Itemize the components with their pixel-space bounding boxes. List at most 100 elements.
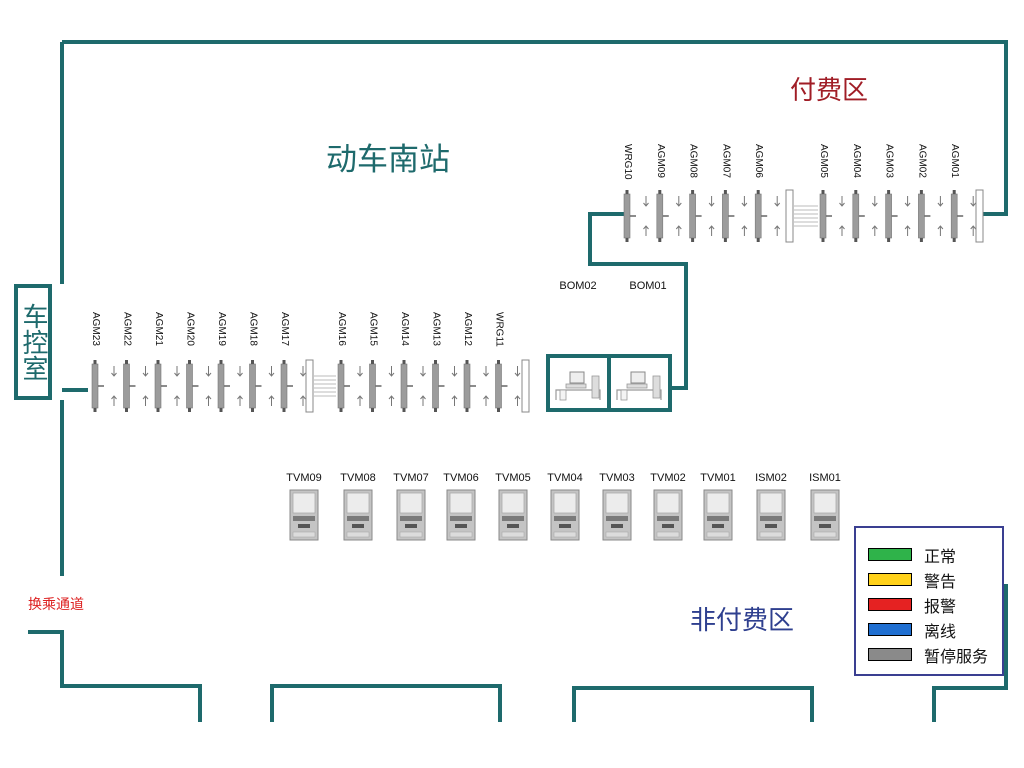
legend-item-status-warning: 警告 <box>856 567 1002 592</box>
gate-label-agm12: AGM12 <box>462 312 473 346</box>
gate-agm05[interactable] <box>819 190 845 242</box>
legend-label: 正常 <box>924 546 957 566</box>
gate-agm17[interactable] <box>280 360 306 412</box>
gate-label-agm23: AGM23 <box>90 312 101 346</box>
wall-segment <box>932 584 1008 722</box>
gate-agm02[interactable] <box>918 190 944 242</box>
machine-tvm09[interactable] <box>289 489 319 541</box>
status-legend: 正常警告报警离线暂停服务 <box>854 526 1004 676</box>
wall-segment <box>588 212 688 390</box>
legend-item-status-alarm: 报警 <box>856 592 1002 617</box>
machine-ism02[interactable] <box>756 489 786 541</box>
gate-agm01[interactable] <box>950 190 977 242</box>
paid-area-label: 付费区 <box>790 76 869 106</box>
machine-tvm02[interactable] <box>653 489 683 541</box>
station-walls <box>28 40 1008 722</box>
gate-agm04[interactable] <box>852 190 878 242</box>
machine-tvm06[interactable] <box>446 489 476 541</box>
gate-agm07[interactable] <box>722 190 748 242</box>
machine-label-tvm03: TVM03 <box>599 472 635 484</box>
gate-label-agm13: AGM13 <box>430 312 442 346</box>
gate-label-agm17: AGM17 <box>279 312 290 346</box>
gate-agm21[interactable] <box>154 360 180 412</box>
gate-label-agm16: AGM16 <box>336 312 347 346</box>
control-room-label: 车控室 <box>18 303 48 381</box>
machine-tvm01[interactable] <box>703 489 733 541</box>
gate-label-agm01: AGM01 <box>949 144 961 178</box>
gate-label-agm09: AGM09 <box>654 144 666 178</box>
wall-segment <box>62 40 1008 216</box>
control-room[interactable]: 车控室 <box>14 284 52 400</box>
gate-agm14[interactable] <box>400 360 426 412</box>
gate-agm13[interactable] <box>432 360 458 412</box>
gate-wrg11[interactable] <box>495 360 521 412</box>
gate-agm03[interactable] <box>885 190 911 242</box>
legend-item-status-normal: 正常 <box>856 542 1002 567</box>
wall-segment <box>572 686 814 722</box>
gate-agm18[interactable] <box>249 360 275 412</box>
wall-segment <box>270 684 502 722</box>
machine-tvm05[interactable] <box>498 489 528 541</box>
machine-label-tvm04: TVM04 <box>547 472 583 484</box>
transfer-passage-label: 换乘通道 <box>28 597 84 613</box>
machine-label-tvm07: TVM07 <box>393 472 429 484</box>
booth-bom02[interactable] <box>555 371 601 401</box>
gate-label-agm14: AGM14 <box>399 312 410 346</box>
unpaid-area-label: 非付费区 <box>690 606 795 636</box>
gate-agm08[interactable] <box>689 190 715 242</box>
gate-row-lower <box>91 359 530 413</box>
status-normal-icon <box>868 548 912 561</box>
machine-label-tvm06: TVM06 <box>443 472 479 484</box>
gate-label-agm02: AGM02 <box>916 144 928 178</box>
machine-label-tvm05: TVM05 <box>495 472 531 484</box>
gate-label-agm08: AGM08 <box>687 144 699 178</box>
gate-agm16[interactable] <box>337 360 363 412</box>
status-alarm-icon <box>868 598 912 611</box>
gate-wrg10[interactable] <box>623 190 649 242</box>
legend-label: 警告 <box>924 571 957 591</box>
machine-label-tvm02: TVM02 <box>650 472 686 484</box>
machine-label-tvm09: TVM09 <box>286 472 322 484</box>
gate-label-agm20: AGM20 <box>184 312 196 346</box>
legend-item-status-offline: 离线 <box>856 617 1002 642</box>
machine-tvm04[interactable] <box>550 489 580 541</box>
gate-label-agm21: AGM21 <box>153 312 164 346</box>
gate-row-upper <box>623 189 984 243</box>
ticket-office <box>546 354 672 412</box>
gate-label-agm03: AGM03 <box>883 144 895 178</box>
gate-agm12[interactable] <box>463 360 489 412</box>
machine-label-ism01: ISM01 <box>809 472 841 484</box>
gate-agm15[interactable] <box>369 360 395 412</box>
machine-label-tvm01: TVM01 <box>700 472 736 484</box>
gate-label-agm15: AGM15 <box>367 312 379 346</box>
machine-ism01[interactable] <box>810 489 840 541</box>
legend-label: 暂停服务 <box>924 646 989 666</box>
station-title: 动车南站 <box>326 142 450 178</box>
gate-label-agm04: AGM04 <box>850 144 862 178</box>
gate-agm22[interactable] <box>123 360 149 412</box>
machine-tvm03[interactable] <box>602 489 632 541</box>
gate-agm06[interactable] <box>754 190 781 242</box>
gate-label-agm22: AGM22 <box>121 312 133 346</box>
gate-label-agm18: AGM18 <box>247 312 259 346</box>
machine-label-tvm08: TVM08 <box>340 472 376 484</box>
booth-label-bom01: BOM01 <box>629 280 667 292</box>
status-offline-icon <box>868 623 912 636</box>
gate-agm20[interactable] <box>186 360 212 412</box>
gate-label-wrg10: WRG10 <box>622 144 633 180</box>
gate-agm09[interactable] <box>656 190 682 242</box>
gate-label-agm06: AGM06 <box>753 144 765 178</box>
machine-row <box>289 489 840 541</box>
gate-agm23[interactable] <box>91 360 117 412</box>
machine-tvm07[interactable] <box>396 489 426 541</box>
legend-item-status-suspended: 暂停服务 <box>856 642 1002 667</box>
machine-tvm08[interactable] <box>343 489 373 541</box>
machine-label-ism02: ISM02 <box>755 472 787 484</box>
gate-agm19[interactable] <box>217 360 243 412</box>
status-suspended-icon <box>868 648 912 661</box>
booth-bom01[interactable] <box>616 371 662 401</box>
gate-label-agm07: AGM07 <box>720 144 732 178</box>
gate-label-agm19: AGM19 <box>216 312 227 346</box>
